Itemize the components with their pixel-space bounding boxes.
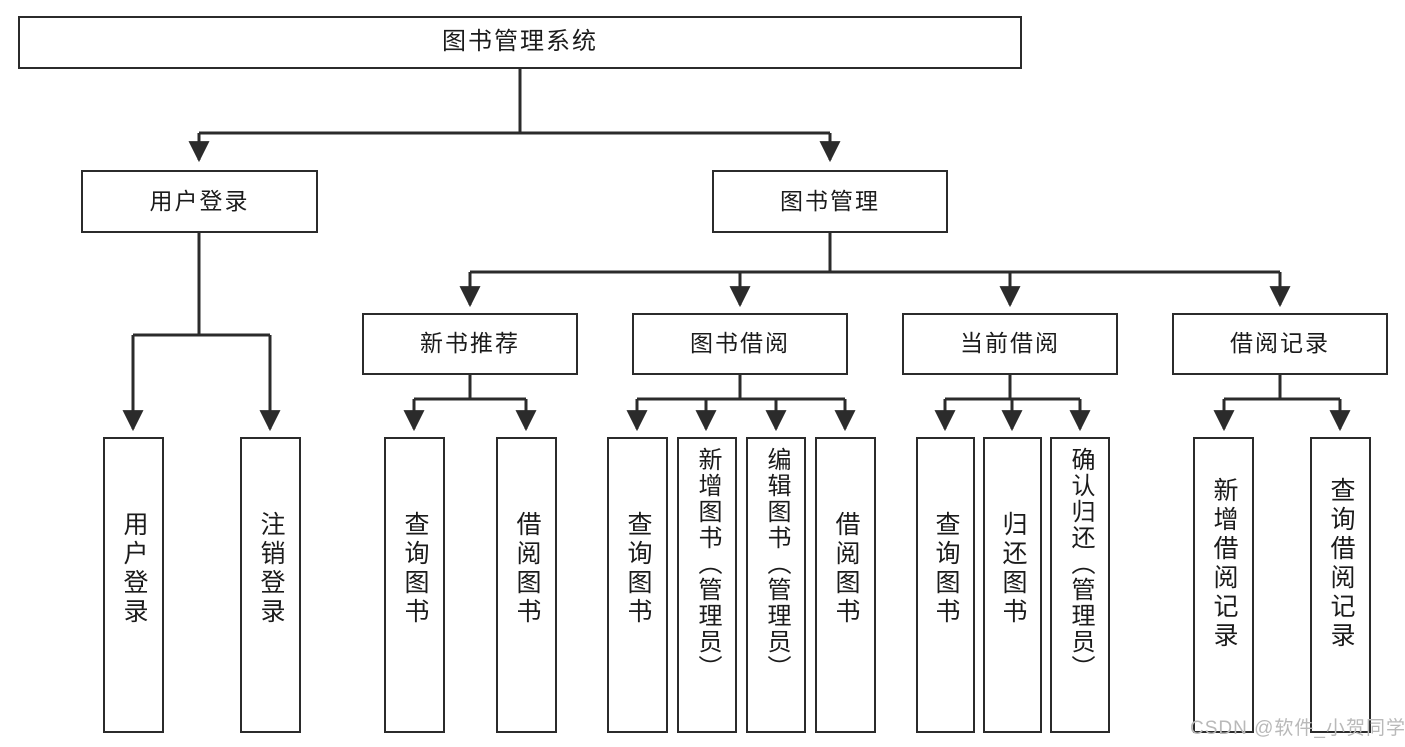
leaf-query-book-a[interactable]: 查询图书	[384, 437, 445, 733]
node-book-management[interactable]: 图书管理	[712, 170, 948, 233]
leaf-query-book-c[interactable]: 查询图书	[916, 437, 975, 733]
leaf-confirm-return-admin[interactable]: 确认归还（管理员）	[1050, 437, 1110, 733]
node-label: 新增借阅记录	[1210, 477, 1238, 651]
node-label: 注销登录	[257, 511, 285, 627]
node-label: 用户登录	[120, 511, 148, 627]
node-label: 图书管理系统	[442, 28, 598, 56]
node-label: 图书管理	[780, 187, 880, 214]
leaf-query-book-b[interactable]: 查询图书	[607, 437, 668, 733]
node-current-borrow[interactable]: 当前借阅	[902, 313, 1118, 375]
node-book-management-system[interactable]: 图书管理系统	[18, 16, 1022, 69]
node-label: 当前借阅	[960, 330, 1060, 357]
node-user-login[interactable]: 用户登录	[81, 170, 318, 233]
leaf-user-login[interactable]: 用户登录	[103, 437, 164, 733]
node-label: 编辑图书（管理员）	[763, 447, 790, 681]
node-label: 借阅记录	[1230, 330, 1330, 357]
node-label: 确认归还（管理员）	[1067, 447, 1094, 681]
node-label: 用户登录	[149, 187, 250, 214]
leaf-logout[interactable]: 注销登录	[240, 437, 301, 733]
node-label: 借阅图书	[832, 511, 860, 627]
leaf-add-borrow-record[interactable]: 新增借阅记录	[1193, 437, 1254, 733]
leaf-query-borrow-record[interactable]: 查询借阅记录	[1310, 437, 1371, 733]
node-label: 借阅图书	[513, 511, 541, 627]
node-label: 新书推荐	[420, 330, 520, 357]
node-label: 查询借阅记录	[1327, 477, 1355, 651]
node-new-book-recommend[interactable]: 新书推荐	[362, 313, 578, 375]
node-label: 新增图书（管理员）	[694, 447, 721, 681]
node-label: 查询图书	[401, 511, 429, 627]
leaf-add-book-admin[interactable]: 新增图书（管理员）	[677, 437, 737, 733]
leaf-borrow-book-b[interactable]: 借阅图书	[815, 437, 876, 733]
node-label: 归还图书	[999, 511, 1027, 627]
node-label: 图书借阅	[690, 330, 790, 357]
leaf-return-book[interactable]: 归还图书	[983, 437, 1042, 733]
leaf-edit-book-admin[interactable]: 编辑图书（管理员）	[746, 437, 806, 733]
leaf-borrow-book-a[interactable]: 借阅图书	[496, 437, 557, 733]
csdn-watermark: CSDN @软件_小贺同学	[1190, 718, 1405, 739]
node-label: 查询图书	[932, 511, 960, 627]
node-book-borrow[interactable]: 图书借阅	[632, 313, 848, 375]
node-label: 查询图书	[624, 511, 652, 627]
node-borrow-record[interactable]: 借阅记录	[1172, 313, 1388, 375]
